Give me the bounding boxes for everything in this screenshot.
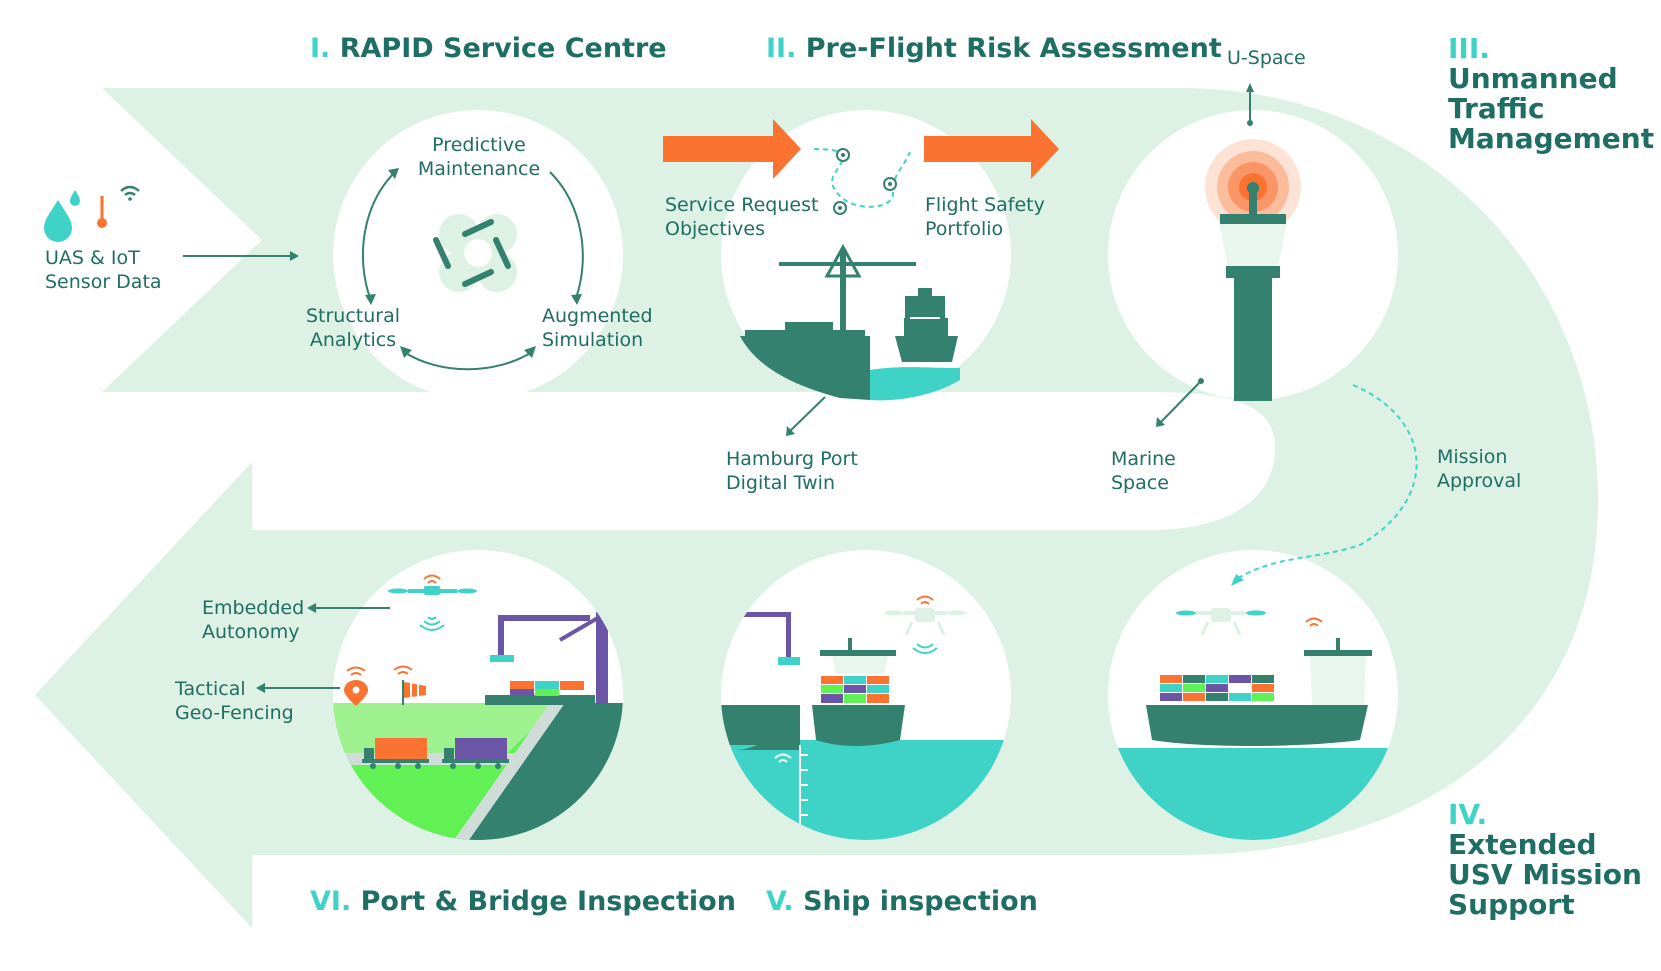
- label-mission-approval: Mission Approval: [1437, 445, 1521, 493]
- label-tg-line-2: Geo-Fencing: [175, 702, 294, 724]
- label-service-request: Service Request Objectives: [665, 193, 818, 241]
- drone-icon-small: [388, 574, 477, 631]
- step-3-number: III.: [1448, 32, 1490, 65]
- sensor-arrow: [183, 251, 299, 261]
- label-pm-line-1: Predictive: [432, 134, 526, 156]
- usv-scene: [1108, 617, 1398, 840]
- label-ma-line-1: Mission: [1437, 446, 1508, 468]
- label-as-line-2: Simulation: [542, 329, 644, 351]
- label-hamburg-port: Hamburg Port Digital Twin: [726, 447, 858, 495]
- drone-icon-ship: [884, 595, 966, 654]
- marine-leader: [1156, 378, 1204, 427]
- drone-icon: [433, 214, 517, 292]
- label-ms-line-1: Marine: [1111, 448, 1176, 470]
- step-3-line-1: Unmanned: [1448, 62, 1618, 95]
- drone-icon-usv: [1176, 608, 1266, 636]
- ship-icon: [870, 288, 960, 401]
- label-augmented-simulation: Augmented Simulation: [542, 304, 653, 352]
- step-2-title: II. Pre-Flight Risk Assessment: [766, 34, 1222, 64]
- label-ma-line-2: Approval: [1437, 470, 1522, 492]
- step-4-line-1: Extended: [1448, 828, 1597, 861]
- geofencing-leader: [256, 683, 340, 693]
- label-ea-line-1: Embedded: [202, 597, 305, 619]
- water-drops-icon: [44, 190, 80, 242]
- control-tower-icon: [1205, 139, 1301, 401]
- flight-path: [813, 148, 911, 215]
- geo-pin-icon: [344, 666, 368, 706]
- label-sa-line-1: Structural: [305, 305, 401, 327]
- label-ms-line-2: Space: [1111, 472, 1169, 494]
- step-4-number: IV.: [1448, 798, 1488, 831]
- label-sensor-line-2: Sensor Data: [45, 271, 162, 293]
- step-2-number: II.: [766, 33, 797, 64]
- crane-icon: [740, 243, 916, 400]
- step-1-text: RAPID Service Centre: [339, 33, 667, 64]
- step-6-title: VI. Port & Bridge Inspection: [310, 887, 736, 917]
- label-sr-line-2: Objectives: [665, 218, 765, 240]
- hamburg-leader: [786, 396, 826, 436]
- label-sensor-data: UAS & IoT Sensor Data: [45, 246, 162, 294]
- cycle-arrows: [361, 171, 584, 371]
- embedded-autonomy-leader: [307, 603, 390, 613]
- step-6-text: Port & Bridge Inspection: [360, 886, 736, 917]
- step-2-text: Pre-Flight Risk Assessment: [805, 33, 1222, 64]
- step-5-text: Ship inspection: [803, 886, 1038, 917]
- wifi-icon: [120, 185, 140, 201]
- step-5-number: V.: [766, 886, 794, 917]
- truck-icon-2: [442, 738, 509, 769]
- label-sa-line-2: Analytics: [309, 329, 397, 351]
- label-hp-line-1: Hamburg Port: [726, 448, 858, 470]
- step-4-line-3: Support: [1448, 888, 1575, 921]
- cycle-arrowheads: [365, 168, 582, 358]
- step-6-number: VI.: [310, 886, 352, 917]
- label-structural-analytics: Structural Analytics: [298, 304, 408, 352]
- truck-icon: [362, 738, 429, 769]
- step-3-line-2: Traffic: [1448, 92, 1545, 125]
- label-as-line-1: Augmented: [542, 305, 653, 327]
- step-3-title: III. Unmanned Traffic Management: [1448, 34, 1654, 154]
- label-sensor-line-1: UAS & IoT: [45, 247, 140, 269]
- flow-band-bottom-arrowhead: [35, 462, 252, 928]
- step-1-title: I. RAPID Service Centre: [310, 34, 667, 64]
- step-4-title: IV. Extended USV Mission Support: [1448, 800, 1642, 920]
- step-4-line-2: USV Mission: [1448, 858, 1642, 891]
- label-sr-line-1: Service Request: [665, 194, 819, 216]
- label-fs-line-2: Portfolio: [925, 218, 1004, 240]
- label-ea-line-2: Autonomy: [202, 621, 300, 643]
- label-tg-line-1: Tactical: [175, 678, 246, 700]
- label-fs-line-1: Flight Safety: [925, 194, 1045, 216]
- label-embedded-autonomy: Embedded Autonomy: [202, 596, 304, 644]
- step-3-line-3: Management: [1448, 122, 1655, 155]
- uspace-connector: [1246, 83, 1254, 126]
- mission-approval-path: [1231, 384, 1418, 586]
- windsock-icon: [393, 665, 426, 705]
- label-uspace: U-Space: [1227, 47, 1306, 69]
- step-5-title: V. Ship inspection: [766, 887, 1038, 917]
- thermometer-icon: [97, 196, 107, 228]
- label-pm-line-2: Maintenance: [417, 158, 541, 180]
- label-tactical-geofencing: Tactical Geo-Fencing: [175, 677, 294, 725]
- label-hp-line-2: Digital Twin: [726, 472, 835, 494]
- label-marine-space: Marine Space: [1111, 447, 1176, 495]
- arrow-icon-2: [924, 119, 1059, 179]
- label-predictive-maintenance: Predictive Maintenance: [414, 133, 544, 181]
- label-flight-safety: Flight Safety Portfolio: [925, 193, 1045, 241]
- step-1-number: I.: [310, 33, 331, 64]
- arrow-icon: [663, 119, 801, 179]
